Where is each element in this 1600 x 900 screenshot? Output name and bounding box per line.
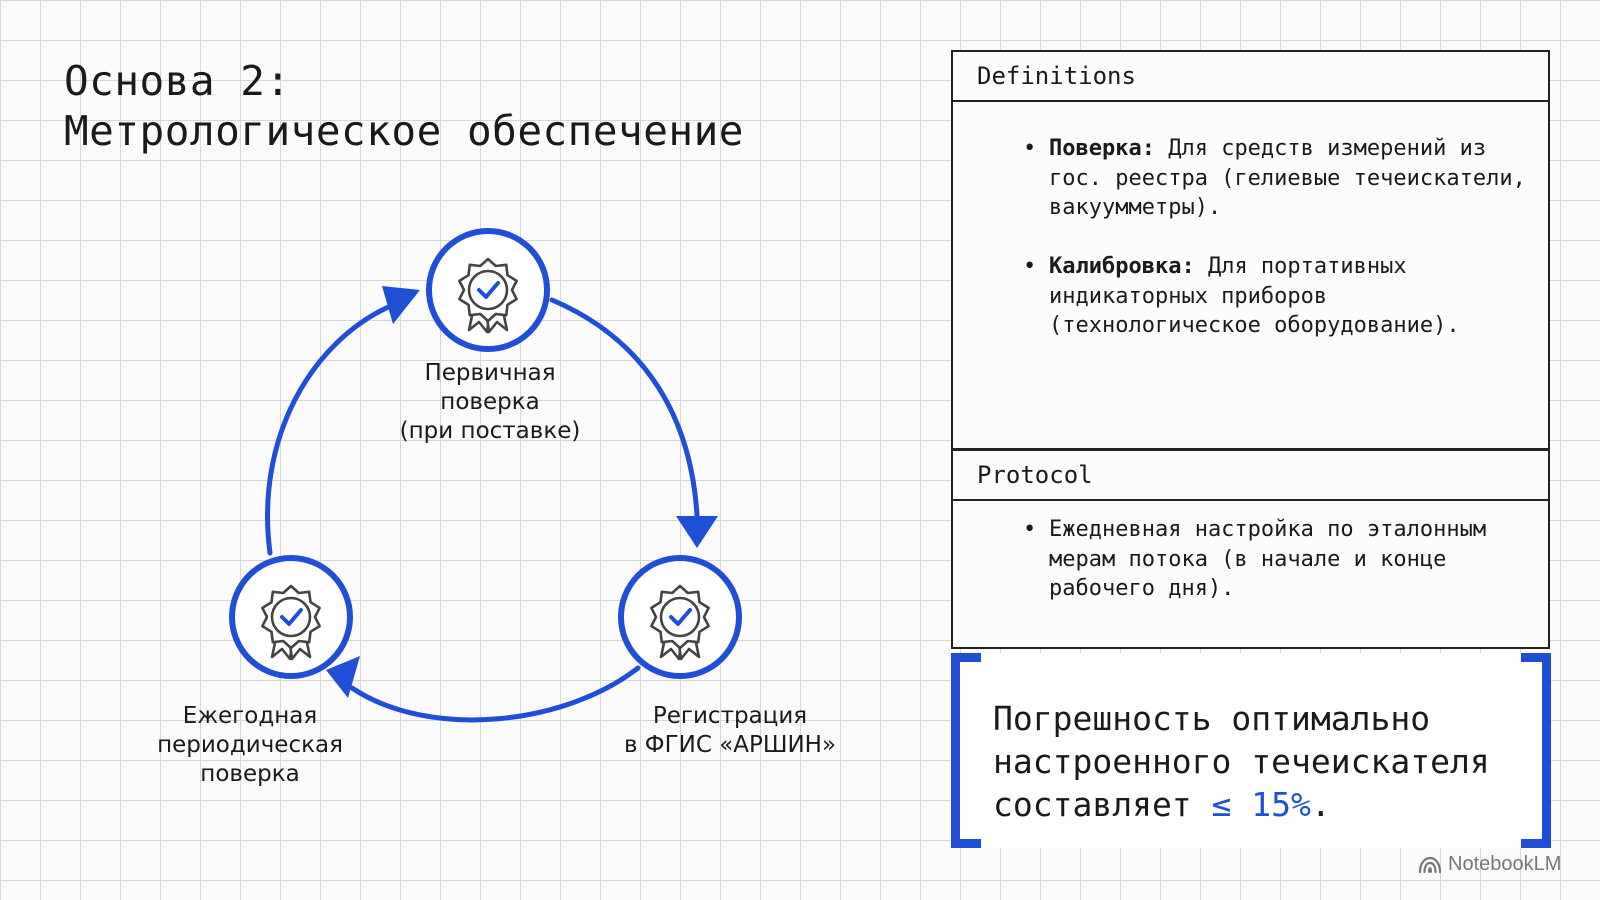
node-label-primary: Первичная поверка (при поставке) xyxy=(380,359,600,446)
definition-item: Калибровка: Для портативных индикаторных… xyxy=(1023,252,1539,341)
node-label-line: поверка xyxy=(200,761,300,787)
notebooklm-logo-icon xyxy=(1418,856,1442,873)
node-label-line: периодическая xyxy=(157,732,343,758)
brand-name: NotebookLM xyxy=(1448,853,1562,875)
node-label-line: Первичная xyxy=(424,360,556,386)
protocol-item: Ежедневная настройка по эталонным мерам … xyxy=(1023,515,1539,604)
node-annual-verification xyxy=(229,555,353,679)
node-label-annual: Ежегодная периодическая поверка xyxy=(130,702,370,789)
callout-suffix: . xyxy=(1310,785,1331,824)
brand-watermark: NotebookLM xyxy=(1418,853,1561,876)
protocol-panel: Protocol Ежедневная настройка по эталонн… xyxy=(951,449,1550,649)
node-label-line: в ФГИС «АРШИН» xyxy=(623,732,837,758)
arrowheads xyxy=(326,286,718,698)
arrow-primary-to-registry xyxy=(549,297,700,518)
definition-item: Поверка: Для средств измерений из гос. р… xyxy=(1023,134,1539,223)
arrowhead-registry xyxy=(676,516,718,548)
title-line-2: Метрологическое обеспечение xyxy=(64,107,744,155)
definition-text: Для средств измерений из гос. реестра (г… xyxy=(1049,136,1526,220)
verification-cycle-diagram xyxy=(229,228,742,723)
definitions-header: Definitions xyxy=(953,52,1548,102)
callout-main-text: Погрешность оптимально настроенного тече… xyxy=(993,699,1490,824)
callout-highlight: ≤ 15% xyxy=(1211,785,1311,824)
node-registry xyxy=(618,555,742,679)
definition-term: Калибровка: xyxy=(1049,254,1195,279)
protocol-header: Protocol xyxy=(953,451,1548,501)
node-label-line: Ежегодная xyxy=(182,703,318,729)
definition-text: Для портативных индикаторных приборов (т… xyxy=(1049,254,1460,338)
node-primary-verification xyxy=(426,228,550,352)
right-bracket xyxy=(1521,653,1551,848)
node-label-line: (при поставке) xyxy=(399,418,581,444)
cycle-arrows xyxy=(265,297,700,723)
accuracy-callout: Погрешность оптимально настроенного тече… xyxy=(951,653,1551,848)
left-bracket xyxy=(951,653,981,848)
page-title: Основа 2: Метрологическое обеспечение xyxy=(64,56,744,156)
arrow-registry-to-annual xyxy=(349,665,641,723)
arrowhead-annual xyxy=(326,656,360,698)
node-label-registry: Регистрация в ФГИС «АРШИН» xyxy=(600,702,860,760)
node-label-line: поверка xyxy=(440,389,540,415)
arrowhead-primary xyxy=(382,286,420,324)
node-label-line: Регистрация xyxy=(652,703,808,729)
protocol-text: Ежедневная настройка по эталонным мерам … xyxy=(1049,517,1487,601)
title-line-1: Основа 2: xyxy=(64,57,291,105)
arrow-annual-to-primary xyxy=(265,301,398,556)
definition-term: Поверка: xyxy=(1049,136,1155,161)
definitions-panel: Definitions Поверка: Для средств измерен… xyxy=(951,50,1550,450)
callout-text: Погрешность оптимально настроенного тече… xyxy=(993,697,1533,826)
